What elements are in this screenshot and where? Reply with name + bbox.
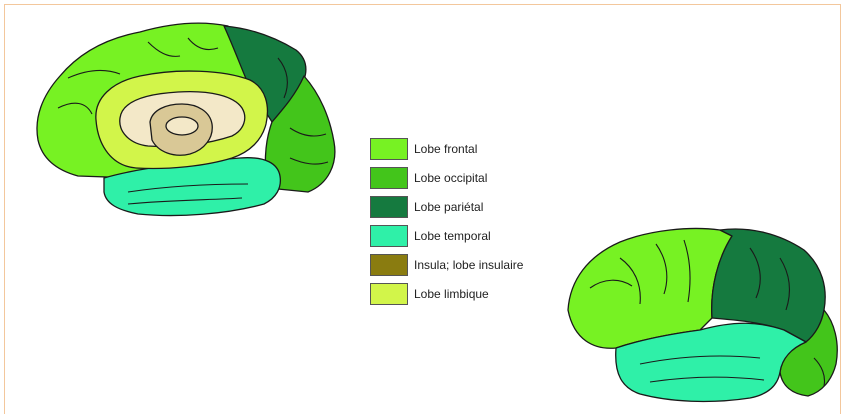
legend-item-frontal: Lobe frontal — [370, 138, 570, 162]
legend-item-limbique: Lobe limbique — [370, 283, 570, 307]
legend-label: Lobe temporal — [414, 229, 491, 243]
legend-item-insula: Insula; lobe insulaire — [370, 254, 570, 278]
legend-label: Lobe pariétal — [414, 200, 483, 214]
legend-item-occipital: Lobe occipital — [370, 167, 570, 191]
lateral-brain-view — [560, 218, 842, 408]
thalamus-inner — [166, 117, 198, 135]
legend-label: Lobe occipital — [414, 171, 487, 185]
legend-item-parietal: Lobe pariétal — [370, 196, 570, 220]
legend-label: Lobe frontal — [414, 142, 477, 156]
medial-brain-view — [28, 18, 348, 228]
legend-swatch — [370, 225, 408, 247]
legend-swatch — [370, 254, 408, 276]
legend-item-temporal: Lobe temporal — [370, 225, 570, 249]
legend-swatch — [370, 167, 408, 189]
legend-swatch — [370, 138, 408, 160]
legend-swatch — [370, 196, 408, 218]
legend-label: Lobe limbique — [414, 287, 489, 301]
legend-swatch — [370, 283, 408, 305]
legend-label: Insula; lobe insulaire — [414, 258, 523, 272]
